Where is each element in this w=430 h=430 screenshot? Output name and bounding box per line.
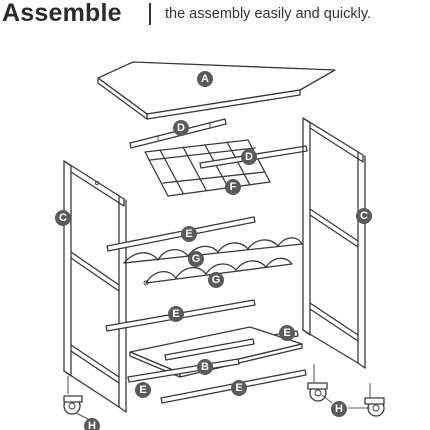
callout-h-right: H [331, 401, 347, 417]
title-divider [149, 3, 151, 25]
svg-text:D: D [177, 122, 185, 134]
svg-text:E: E [139, 384, 146, 396]
callout-d-lower: D [241, 149, 257, 165]
svg-text:E: E [185, 228, 192, 240]
glass-rack-f [144, 139, 271, 197]
svg-text:G: G [192, 253, 201, 265]
callout-d-upper: D [173, 120, 189, 136]
callout-e-upper: E [181, 226, 197, 242]
caster-left [63, 376, 83, 415]
callout-c-left: C [55, 210, 71, 226]
callout-e-bottom-right: E [231, 380, 247, 396]
svg-text:E: E [283, 327, 290, 339]
callout-g-lower: G [208, 272, 224, 288]
side-frame-c-left [63, 160, 127, 413]
svg-text:A: A [201, 73, 209, 85]
callout-g-upper: G [188, 251, 204, 267]
caster-right-1 [307, 364, 328, 402]
callout-h-left: H [84, 418, 100, 430]
leader-h-3 [75, 412, 91, 421]
svg-text:B: B [201, 361, 209, 373]
callout-a: A [197, 71, 213, 87]
page-title: Assemble [2, 0, 122, 27]
callout-e-middle: E [168, 306, 184, 322]
svg-text:E: E [235, 382, 242, 394]
callout-e-right: E [279, 325, 295, 341]
svg-text:F: F [230, 181, 237, 193]
svg-text:H: H [88, 420, 96, 430]
page-subtitle: the assembly easily and quickly. [165, 6, 372, 22]
svg-text:D: D [245, 151, 253, 163]
svg-text:C: C [360, 210, 368, 222]
header: Assemble the assembly easily and quickly… [0, 0, 430, 34]
wine-rack-g-upper [123, 237, 303, 264]
callout-b: B [197, 359, 213, 375]
callout-e-bottom-left: E [135, 382, 151, 398]
leader-h-1 [321, 394, 333, 404]
svg-text:E: E [172, 308, 179, 320]
top-board-a [97, 61, 336, 120]
svg-text:G: G [212, 274, 221, 286]
side-frame-c-right [302, 117, 366, 369]
callout-c-right: C [356, 208, 372, 224]
caster-right-2 [364, 383, 385, 417]
callout-f: F [225, 179, 241, 195]
svg-text:C: C [59, 212, 67, 224]
svg-text:H: H [335, 403, 343, 415]
